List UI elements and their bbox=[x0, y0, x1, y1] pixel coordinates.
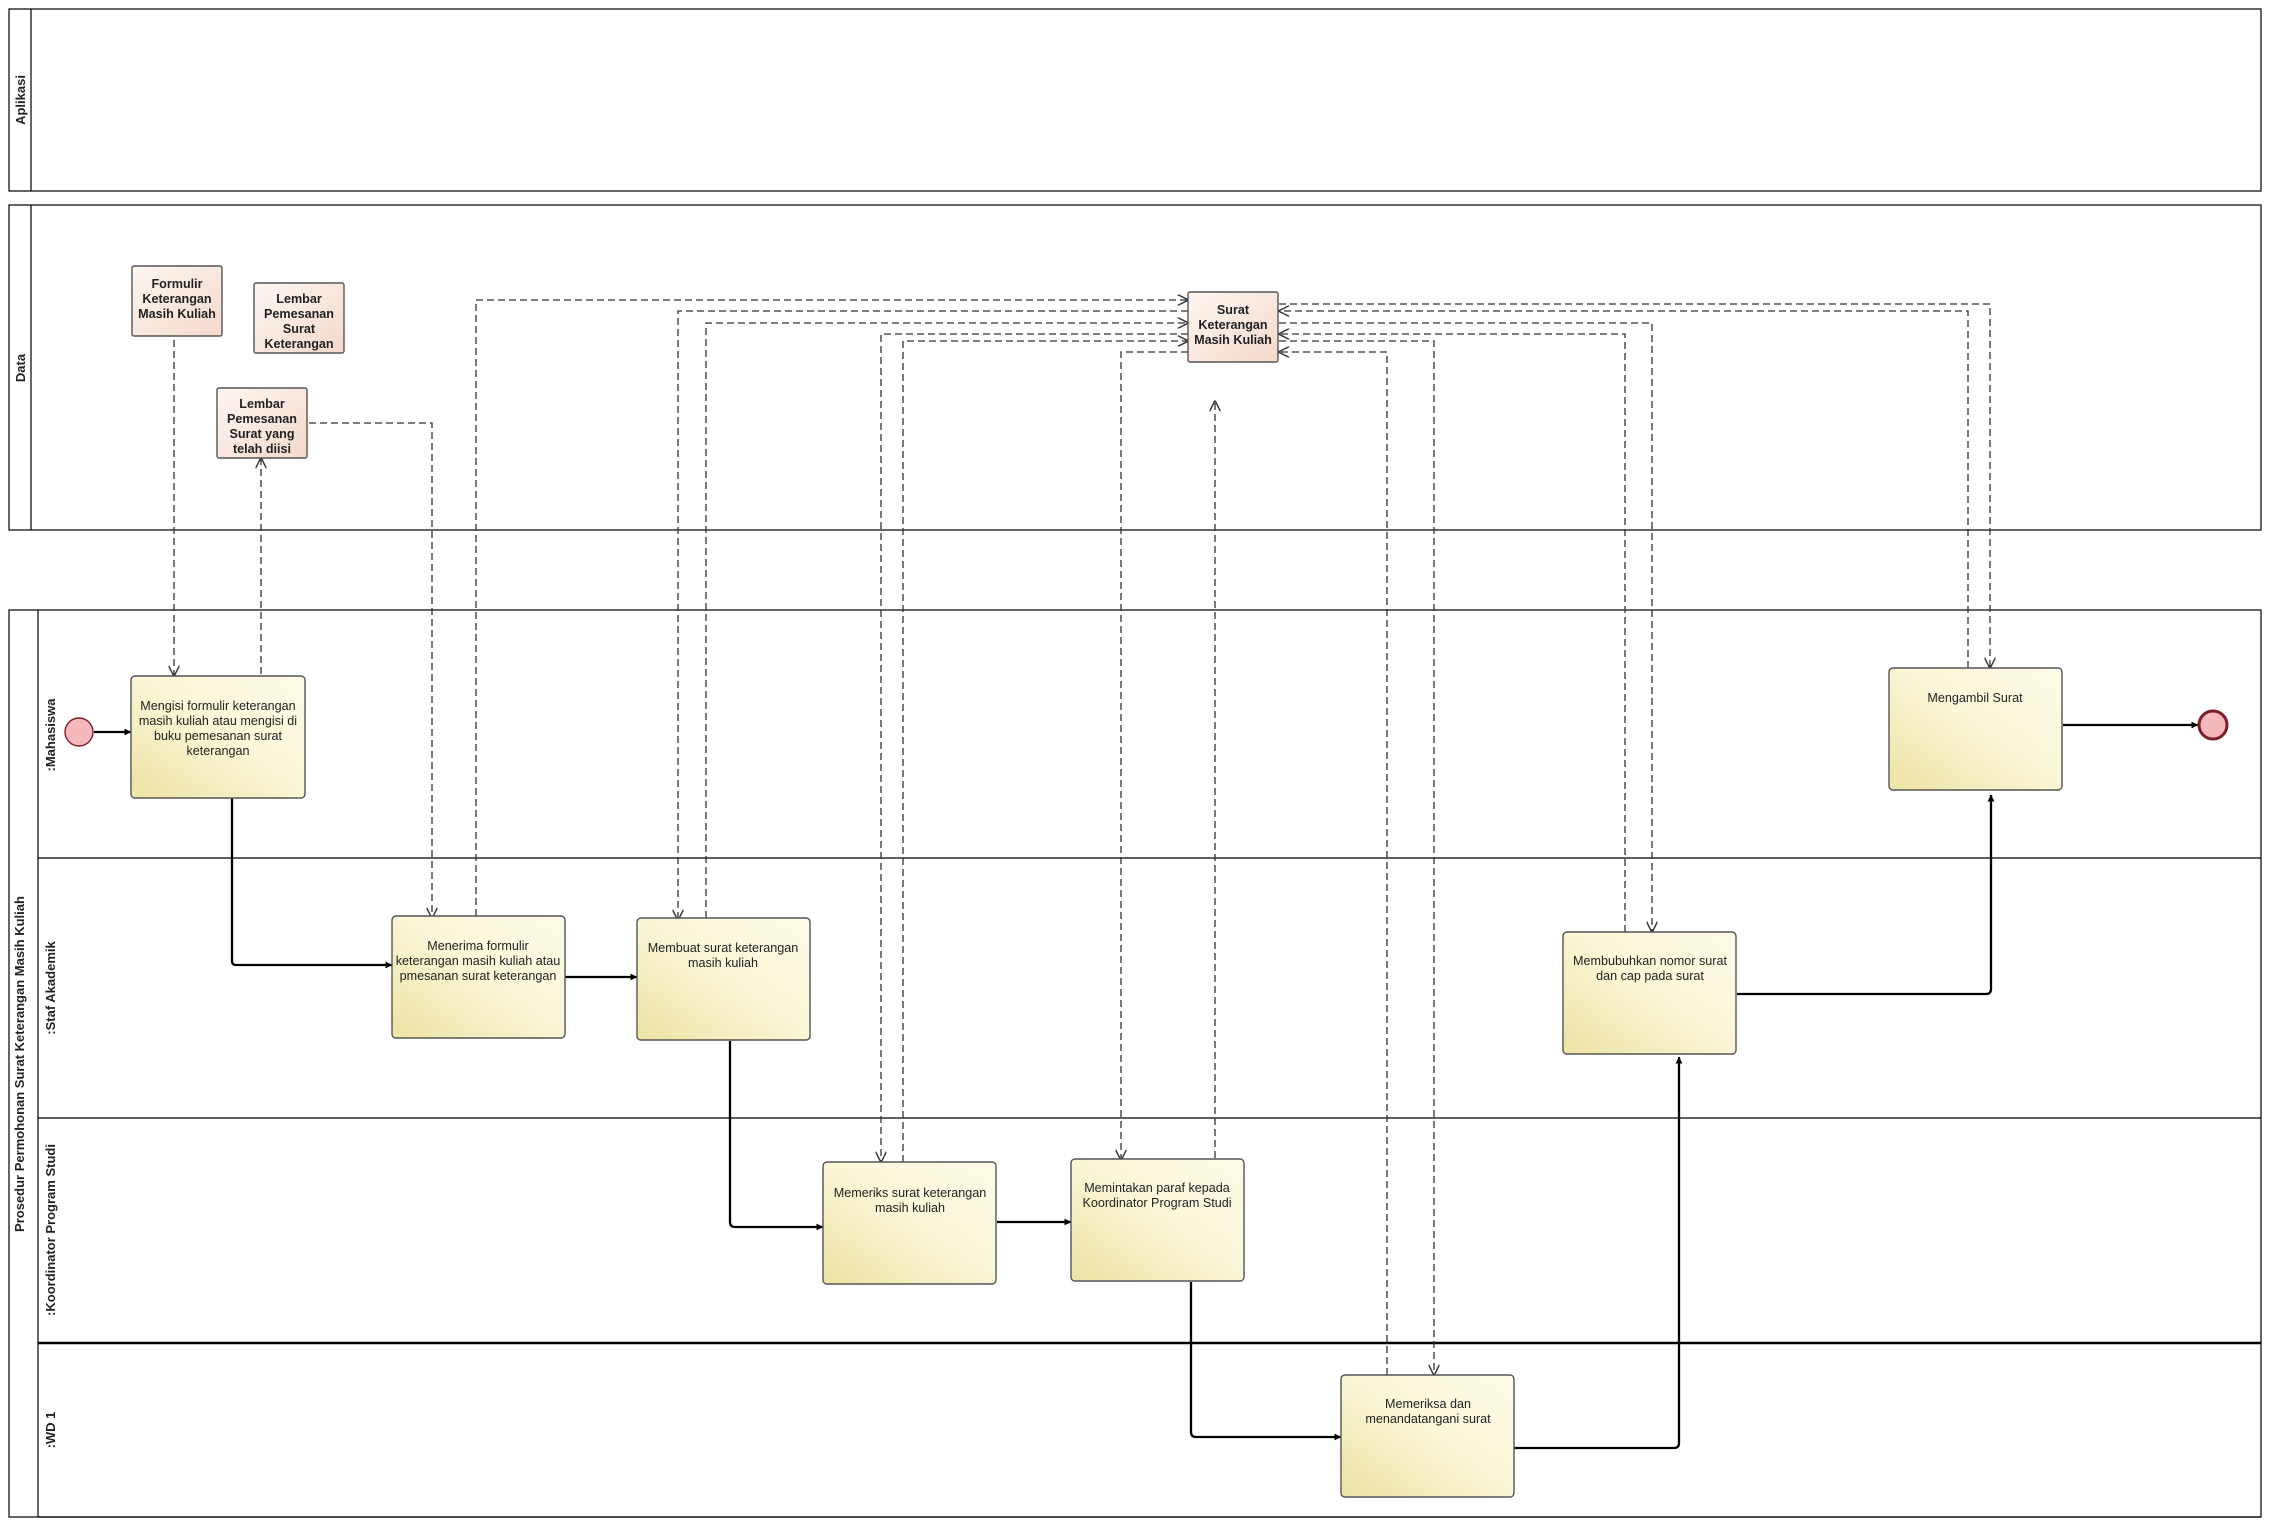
svg-text:Masih Kuliah: Masih Kuliah bbox=[1194, 333, 1272, 347]
task-text: Memeriks surat keterangan bbox=[834, 1186, 987, 1200]
svg-text:Mengisi formulir keterangan: Mengisi formulir keterangan bbox=[140, 699, 295, 713]
svg-text:Keterangan: Keterangan bbox=[264, 337, 333, 351]
svg-text:menandatangani surat: menandatangani surat bbox=[1365, 1412, 1491, 1426]
lane-label-koordinator: :Koordinator Program Studi bbox=[43, 1144, 58, 1316]
task-membubuhkan-nomor: Membubuhkan nomor surat dan cap pada sur… bbox=[1562, 931, 1737, 1055]
task-text: masih kuliah atau mengisi di bbox=[139, 714, 297, 728]
data-object-formulir: Formulir Keterangan Masih Kuliah bbox=[131, 265, 223, 337]
pool-process: Prosedur Permohonan Surat Keterangan Mas… bbox=[8, 609, 2262, 1518]
pool-aplikasi: Aplikasi bbox=[8, 8, 2262, 192]
svg-text:pmesanan surat keterangan: pmesanan surat keterangan bbox=[400, 969, 557, 983]
data-object-text: Keterangan bbox=[142, 292, 211, 306]
task-text: masih kuliah bbox=[688, 956, 758, 970]
task-text: Koordinator Program Studi bbox=[1082, 1196, 1231, 1210]
data-object-lembar-pemesanan: Lembar Pemesanan Surat Keterangan bbox=[253, 282, 345, 354]
pool-aplikasi-label: Aplikasi bbox=[13, 75, 28, 125]
svg-text:Pemesanan: Pemesanan bbox=[227, 412, 297, 426]
lane-label-mahasiswa: :Mahasiswa bbox=[43, 698, 58, 772]
task-text: Memintakan paraf kepada bbox=[1084, 1181, 1230, 1195]
svg-text:Membubuhkan nomor surat: Membubuhkan nomor surat bbox=[1573, 954, 1728, 968]
task-mengisi-formulir: Mengisi formulir keterangan masih kuliah… bbox=[130, 675, 306, 799]
task-text: Membubuhkan nomor surat bbox=[1573, 954, 1728, 968]
svg-text:Mengambil Surat: Mengambil Surat bbox=[1927, 691, 2023, 705]
data-object-text: Pemesanan bbox=[227, 412, 297, 426]
svg-text:Pemesanan: Pemesanan bbox=[264, 307, 334, 321]
svg-text:Lembar: Lembar bbox=[239, 397, 285, 411]
data-associations bbox=[174, 300, 1990, 1375]
task-text: dan cap pada surat bbox=[1596, 969, 1704, 983]
svg-text:Memintakan paraf kepada: Memintakan paraf kepada bbox=[1084, 1181, 1230, 1195]
svg-text:Formulir: Formulir bbox=[151, 277, 202, 291]
data-object-text: Surat bbox=[283, 322, 316, 336]
data-object-text: telah diisi bbox=[233, 442, 291, 456]
svg-text:Memeriksa dan: Memeriksa dan bbox=[1385, 1397, 1471, 1411]
task-text: Mengambil Surat bbox=[1927, 691, 2023, 705]
svg-text:masih kuliah atau mengisi di: masih kuliah atau mengisi di bbox=[139, 714, 297, 728]
data-object-text: Lembar bbox=[276, 292, 322, 306]
task-menerima-formulir: Menerima formulir keterangan masih kulia… bbox=[391, 915, 566, 1039]
task-text: menandatangani surat bbox=[1365, 1412, 1491, 1426]
task-text: buku pemesanan surat bbox=[154, 729, 283, 743]
task-mengambil-surat: Mengambil Surat bbox=[1888, 667, 2063, 791]
pool-process-label: Prosedur Permohonan Surat Keterangan Mas… bbox=[12, 896, 27, 1232]
task-text: keterangan bbox=[186, 744, 249, 758]
data-object-text: Keterangan bbox=[264, 337, 333, 351]
sequence-flows bbox=[94, 721, 2199, 1450]
svg-text:Surat: Surat bbox=[1217, 303, 1250, 317]
data-object-text: Pemesanan bbox=[264, 307, 334, 321]
task-text: Mengisi formulir keterangan bbox=[140, 699, 295, 713]
task-text: keterangan masih kuliah atau bbox=[396, 954, 561, 968]
task-memeriksa-menandatangani: Memeriksa dan menandatangani surat bbox=[1340, 1374, 1515, 1498]
svg-text:dan cap pada surat: dan cap pada surat bbox=[1596, 969, 1704, 983]
lane-label-staf-akademik: :Staf Akademik bbox=[43, 941, 58, 1035]
svg-text:Keterangan: Keterangan bbox=[142, 292, 211, 306]
svg-text:buku pemesanan surat: buku pemesanan surat bbox=[154, 729, 283, 743]
task-memintakan-paraf: Memintakan paraf kepada Koordinator Prog… bbox=[1070, 1158, 1245, 1282]
svg-text:Memeriks surat keterangan: Memeriks surat keterangan bbox=[834, 1186, 987, 1200]
data-object-text: Masih Kuliah bbox=[1194, 333, 1272, 347]
end-event bbox=[2197, 709, 2229, 741]
task-text: Membuat surat keterangan bbox=[648, 941, 799, 955]
task-text: masih kuliah bbox=[875, 1201, 945, 1215]
svg-text:Masih Kuliah: Masih Kuliah bbox=[138, 307, 216, 321]
data-object-text: Surat bbox=[1217, 303, 1250, 317]
svg-text:Lembar: Lembar bbox=[276, 292, 322, 306]
svg-text:Menerima formulir: Menerima formulir bbox=[427, 939, 528, 953]
data-object-text: Surat yang bbox=[229, 427, 294, 441]
svg-text:keterangan masih kuliah atau: keterangan masih kuliah atau bbox=[396, 954, 561, 968]
svg-text:Membuat surat keterangan: Membuat surat keterangan bbox=[648, 941, 799, 955]
svg-text:Keterangan: Keterangan bbox=[1198, 318, 1267, 332]
data-object-surat: Surat Keterangan Masih Kuliah bbox=[1187, 291, 1279, 363]
data-object-text: Masih Kuliah bbox=[138, 307, 216, 321]
task-memeriks-surat: Memeriks surat keterangan masih kuliah bbox=[822, 1161, 997, 1285]
task-membuat-surat: Membuat surat keterangan masih kuliah bbox=[636, 917, 811, 1041]
lane-label-wd1: :WD 1 bbox=[43, 1412, 58, 1449]
svg-text:Surat yang: Surat yang bbox=[229, 427, 294, 441]
data-object-text: Lembar bbox=[239, 397, 285, 411]
svg-text:Koordinator Program Studi: Koordinator Program Studi bbox=[1082, 1196, 1231, 1210]
svg-text:Surat: Surat bbox=[283, 322, 316, 336]
start-event bbox=[64, 717, 94, 747]
svg-text:keterangan: keterangan bbox=[186, 744, 249, 758]
task-text: pmesanan surat keterangan bbox=[400, 969, 557, 983]
svg-text:telah diisi: telah diisi bbox=[233, 442, 291, 456]
data-object-text: Keterangan bbox=[1198, 318, 1267, 332]
data-object-text: Formulir bbox=[151, 277, 202, 291]
svg-text:masih kuliah: masih kuliah bbox=[688, 956, 758, 970]
pool-data-label: Data bbox=[13, 353, 28, 382]
pool-data: Data bbox=[8, 204, 2262, 531]
task-text: Menerima formulir bbox=[427, 939, 528, 953]
data-object-lembar-diisi: Lembar Pemesanan Surat yang telah diisi bbox=[216, 387, 308, 459]
svg-text:masih kuliah: masih kuliah bbox=[875, 1201, 945, 1215]
task-text: Memeriksa dan bbox=[1385, 1397, 1471, 1411]
